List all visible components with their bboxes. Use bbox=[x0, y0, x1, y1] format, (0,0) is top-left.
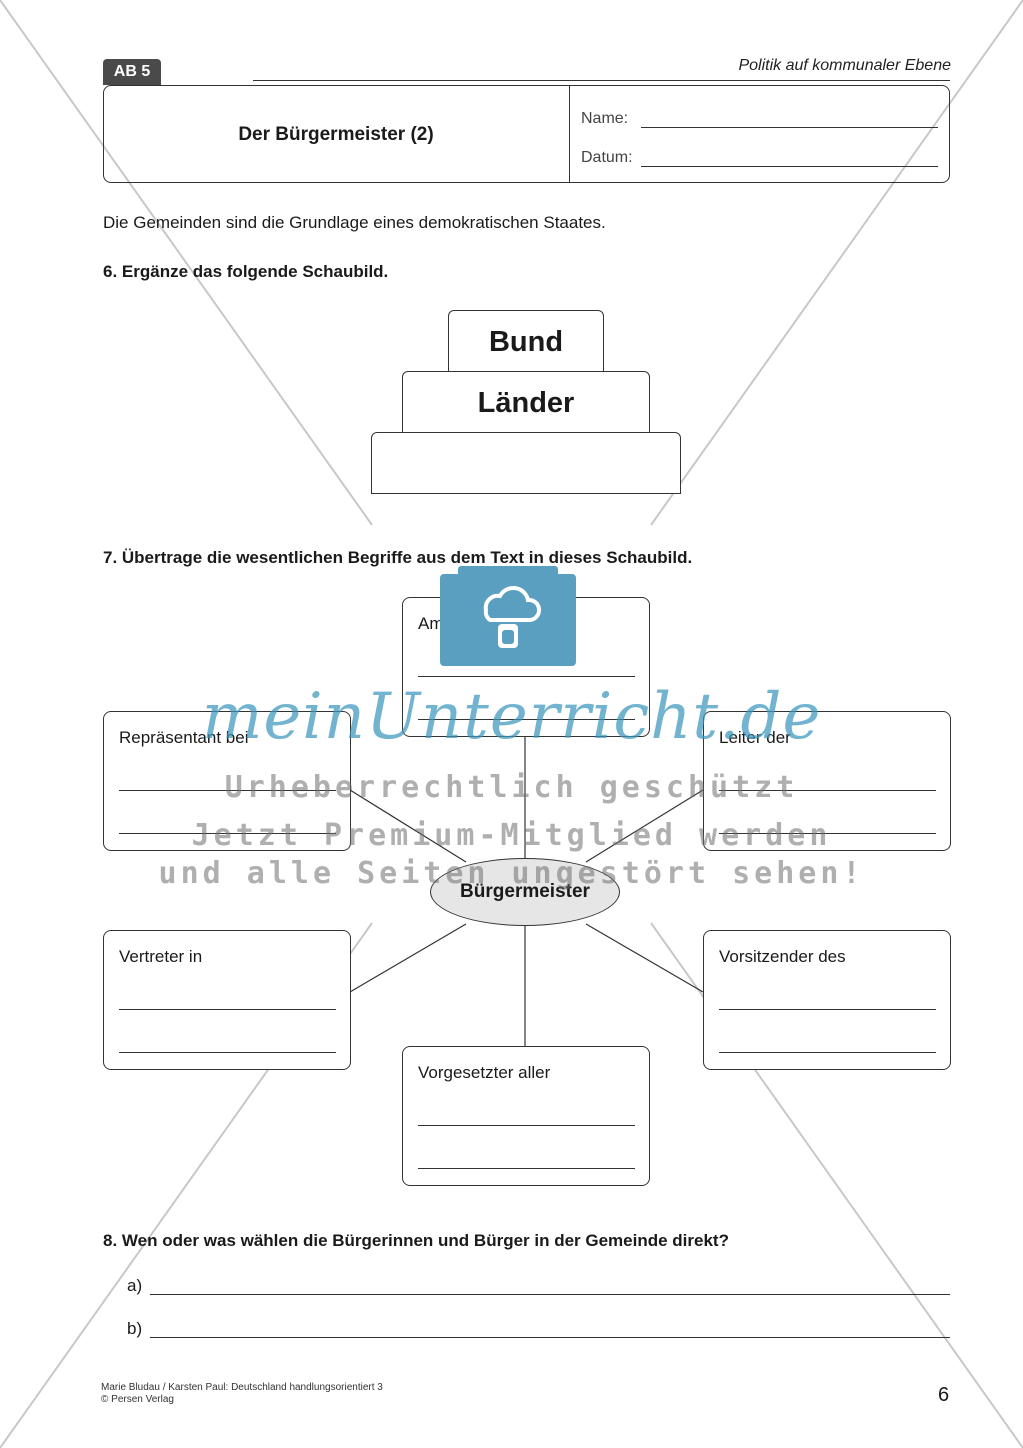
name-field[interactable] bbox=[641, 127, 938, 128]
subject-title: Politik auf kommunaler Ebene bbox=[738, 57, 951, 74]
box-vorsitzender-label: Vorsitzender des bbox=[719, 947, 846, 966]
page-number: 6 bbox=[938, 1384, 950, 1406]
box-amtszeit-line-2[interactable] bbox=[418, 719, 635, 720]
answer-b-line[interactable] bbox=[150, 1337, 950, 1338]
footer-credit-line-2: © Persen Verlag bbox=[101, 1394, 174, 1405]
box-vorsitzender-line-1[interactable] bbox=[719, 1009, 936, 1010]
sheet-tag: AB 5 bbox=[103, 59, 161, 85]
answer-a-label: a) bbox=[127, 1276, 143, 1295]
date-label: Datum: bbox=[581, 149, 633, 166]
watermark-line-2: Jetzt Premium-Mitglied werden bbox=[191, 818, 832, 853]
header-rule bbox=[253, 80, 950, 81]
watermark-brand: meinUnterricht.de bbox=[201, 680, 822, 754]
box-vorgesetzter-label: Vorgesetzter aller bbox=[418, 1063, 551, 1082]
answer-b-label: b) bbox=[127, 1319, 143, 1338]
pyramid-tier-laender: Länder bbox=[402, 371, 650, 433]
box-vorsitzender: Vorsitzender des bbox=[703, 930, 951, 1070]
task-8-heading: 8. Wen oder was wählen die Bürgerinnen u… bbox=[103, 1231, 729, 1250]
box-vertreter-label: Vertreter in bbox=[119, 947, 203, 966]
task-7-heading: 7. Übertrage die wesentlichen Begriffe a… bbox=[103, 548, 693, 567]
header-divider bbox=[569, 86, 570, 182]
center-buergermeister: Bürgermeister bbox=[430, 858, 620, 926]
watermark-line-1: Urheberrechtlich geschützt bbox=[224, 770, 799, 805]
box-amtszeit-line-1[interactable] bbox=[418, 676, 635, 677]
box-repraesentant-label: Repräsentant bei bbox=[119, 728, 249, 747]
box-repraesentant-line-1[interactable] bbox=[119, 790, 336, 791]
footer-credit-line-1: Marie Bludau / Karsten Paul: Deutschland… bbox=[101, 1382, 383, 1393]
box-repraesentant-line-2[interactable] bbox=[119, 833, 336, 834]
worksheet-title: Der Bürgermeister (2) bbox=[238, 124, 434, 145]
name-label: Name: bbox=[581, 110, 629, 127]
box-vorgesetzter-line-1[interactable] bbox=[418, 1125, 635, 1126]
pyramid-tier-blank[interactable] bbox=[371, 432, 681, 494]
box-vertreter-line-2[interactable] bbox=[119, 1052, 336, 1053]
box-vorgesetzter: Vorgesetzter aller bbox=[402, 1046, 650, 1186]
pyramid-tier-bund: Bund bbox=[448, 310, 604, 372]
box-leiter: Leiter der bbox=[703, 711, 951, 851]
footer-credit: Marie Bludau / Karsten Paul: Deutschland… bbox=[101, 1382, 383, 1406]
intro-text: Die Gemeinden sind die Grundlage eines d… bbox=[103, 213, 606, 232]
box-repraesentant: Repräsentant bei bbox=[103, 711, 351, 851]
box-leiter-line-2[interactable] bbox=[719, 833, 936, 834]
answer-a-line[interactable] bbox=[150, 1294, 950, 1295]
task-6-heading: 6. Ergänze das folgende Schaubild. bbox=[103, 262, 389, 281]
box-leiter-line-1[interactable] bbox=[719, 790, 936, 791]
box-vorsitzender-line-2[interactable] bbox=[719, 1052, 936, 1053]
briefcase-cloud-icon bbox=[440, 566, 576, 666]
date-field[interactable] bbox=[641, 166, 938, 167]
box-vorgesetzter-line-2[interactable] bbox=[418, 1168, 635, 1169]
box-leiter-label: Leiter der bbox=[719, 728, 791, 747]
watermark-line-3: und alle Seiten ungestört sehen! bbox=[158, 856, 865, 891]
box-vertreter: Vertreter in bbox=[103, 930, 351, 1070]
header-box bbox=[103, 85, 950, 183]
box-vertreter-line-1[interactable] bbox=[119, 1009, 336, 1010]
